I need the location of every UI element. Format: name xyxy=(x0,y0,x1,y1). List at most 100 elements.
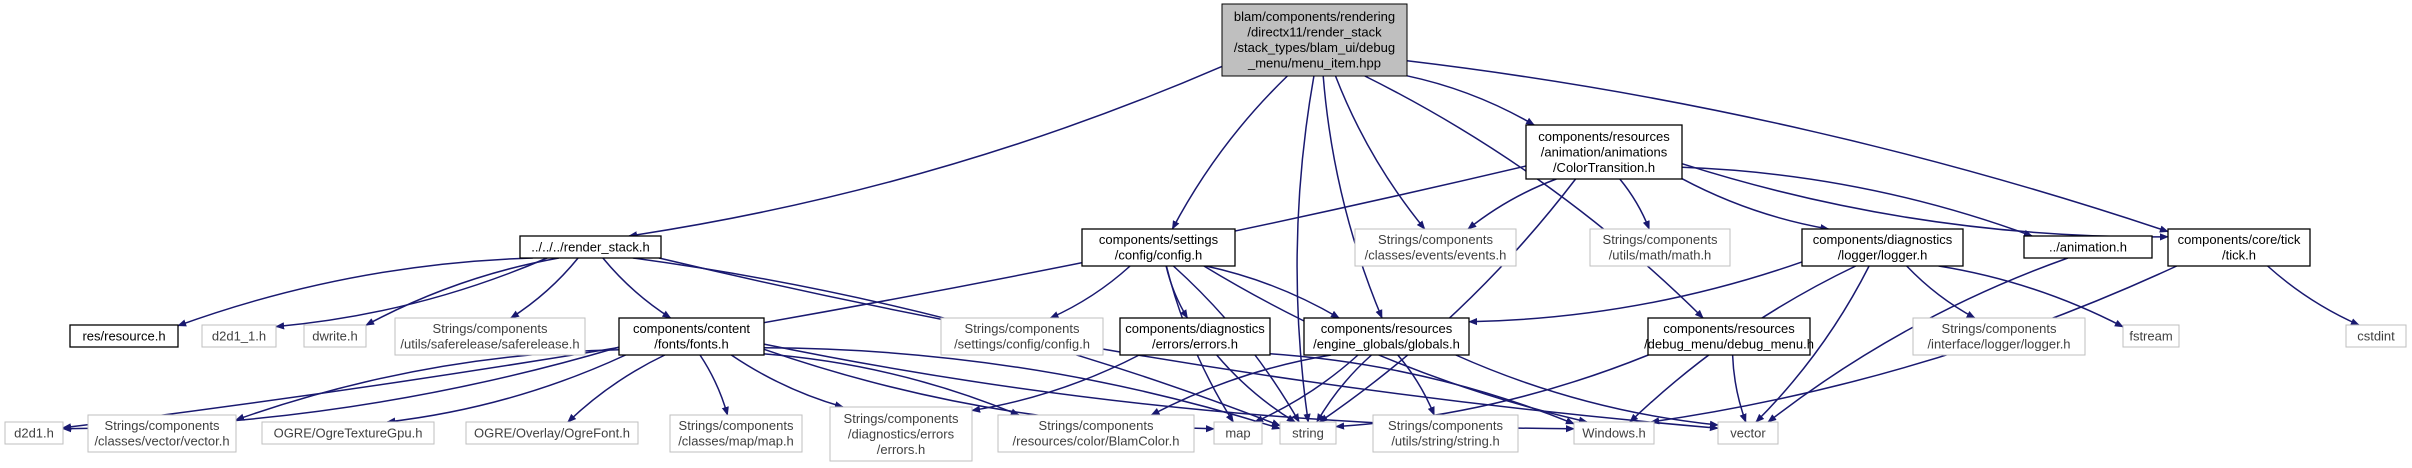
node-label-line: /resources/color/BlamColor.h xyxy=(1013,434,1180,449)
node-box xyxy=(1354,228,1517,267)
edge-errors-to-errors_ext xyxy=(971,354,1140,413)
node-dwrite: dwrite.h xyxy=(303,324,367,348)
edge-globals-to-vector xyxy=(1455,354,1719,428)
node-label-line: string xyxy=(1292,425,1324,440)
node-resource[interactable]: res/resource.h xyxy=(69,324,179,348)
node-box xyxy=(1303,317,1470,356)
edge-fonts-to-ogre_font xyxy=(567,354,666,423)
node-box xyxy=(997,414,1195,453)
node-map: map xyxy=(1213,421,1263,445)
node-label-line: components/core/tick xyxy=(2178,232,2301,247)
node-label-line: components/diagnostics xyxy=(1125,321,1265,336)
node-fonts[interactable]: components/content/fonts/fonts.h xyxy=(618,317,765,356)
edge-fonts-to-blamcolor xyxy=(763,353,1020,416)
node-config[interactable]: components/settings/config/config.h xyxy=(1081,228,1236,267)
node-box xyxy=(1213,421,1263,445)
node-label-line: /utils/math/math.h xyxy=(1609,248,1712,263)
edge-root-to-config xyxy=(1171,75,1288,230)
node-render_stack[interactable]: ../../../render_stack.h xyxy=(519,235,662,259)
node-label-line: /debug_menu/debug_menu.h xyxy=(1644,337,1814,352)
edge-color_transition-to-logger xyxy=(1681,178,1830,232)
node-label-line: components/resources xyxy=(1321,321,1453,336)
node-box xyxy=(394,317,586,356)
node-box xyxy=(1372,414,1519,453)
node-math: Strings/components/utils/math/math.h xyxy=(1589,228,1731,267)
node-box xyxy=(669,414,803,453)
edge-globals-to-string_ext xyxy=(1397,354,1435,416)
node-label-line: Windows.h xyxy=(1582,425,1646,440)
node-label-line: Strings/components xyxy=(1039,418,1154,433)
edge-root-to-tick xyxy=(1406,60,2169,233)
node-label-line: Strings/components xyxy=(105,418,220,433)
node-label-line: /tick.h xyxy=(2222,248,2256,263)
edge-render_stack-to-vector xyxy=(658,257,1719,432)
node-box xyxy=(1647,317,1811,356)
node-errors[interactable]: components/diagnostics/errors/errors.h xyxy=(1119,317,1271,356)
node-box xyxy=(618,317,765,356)
node-box xyxy=(2023,235,2153,259)
edge-color_transition-to-math xyxy=(1619,178,1650,230)
node-label-line: ../animation.h xyxy=(2049,239,2127,254)
node-label-line: Strings/components xyxy=(1388,418,1503,433)
node-label-line: Strings/components xyxy=(679,418,794,433)
node-box xyxy=(69,324,179,348)
node-box xyxy=(1279,421,1337,445)
node-label-line: dwrite.h xyxy=(312,328,358,343)
edge-root-to-color_transition xyxy=(1406,75,1535,126)
node-debug_menu[interactable]: components/resources/debug_menu/debug_me… xyxy=(1644,317,1814,356)
node-label-line: components/diagnostics xyxy=(1813,232,1953,247)
node-label-line: components/settings xyxy=(1099,232,1219,247)
node-globals[interactable]: components/resources/engine_globals/glob… xyxy=(1303,317,1470,356)
node-color_transition[interactable]: components/resources/animation/animation… xyxy=(1525,124,1683,180)
node-label-line: /utils/saferelease/saferelease.h xyxy=(400,337,579,352)
node-fstream: fstream xyxy=(2122,324,2180,348)
node-box xyxy=(465,421,639,445)
edge-globals-to-string xyxy=(1316,354,1372,423)
node-root[interactable]: blam/components/rendering/directx11/rend… xyxy=(1221,3,1408,77)
node-label-line: Strings/components xyxy=(1603,232,1718,247)
node-animation[interactable]: ../animation.h xyxy=(2023,235,2153,259)
node-box xyxy=(1081,228,1236,267)
node-label-line: /animation/animations xyxy=(1541,144,1668,159)
edge-fonts-to-errors_ext xyxy=(730,354,844,409)
edge-logger-to-globals xyxy=(1468,261,1803,326)
node-label-line: cstdint xyxy=(2357,328,2395,343)
node-label-line: /classes/vector/vector.h xyxy=(94,434,229,449)
node-box xyxy=(1221,3,1408,77)
node-box xyxy=(1119,317,1271,356)
node-box xyxy=(87,414,237,453)
node-d2d1_1: d2d1_1.h xyxy=(201,324,277,348)
edge-config-to-errors xyxy=(1165,265,1189,319)
edge-errors-to-windows xyxy=(1269,353,1575,425)
edge-root-to-events xyxy=(1334,75,1426,230)
node-label-line: /fonts/fonts.h xyxy=(654,337,728,352)
edge-logger-to-vector xyxy=(1755,265,1870,423)
node-label-line: Strings/components xyxy=(965,321,1080,336)
node-label-line: /directx11/render_stack xyxy=(1247,25,1382,40)
node-box xyxy=(2345,324,2407,348)
node-label-line: blam/components/rendering xyxy=(1234,9,1395,24)
node-blamcolor: Strings/components/resources/color/BlamC… xyxy=(997,414,1195,453)
node-label-line: /ColorTransition.h xyxy=(1553,160,1655,175)
node-logger[interactable]: components/diagnostics/logger/logger.h xyxy=(1801,228,1964,267)
node-box xyxy=(1525,124,1683,180)
node-label-line: Strings/components xyxy=(844,411,959,426)
node-box xyxy=(1912,317,2086,356)
node-box xyxy=(519,235,662,259)
edge-config-to-globals xyxy=(1205,265,1340,319)
edge-animation-to-vector xyxy=(1767,257,2069,423)
edge-fonts-to-string xyxy=(763,347,1281,430)
edge-render_stack-to-d2d1_1 xyxy=(275,257,548,330)
edge-tick-to-cstdint xyxy=(2267,265,2360,326)
node-label-line: /classes/map/map.h xyxy=(678,434,794,449)
node-events: Strings/components/classes/events/events… xyxy=(1354,228,1517,267)
node-tick[interactable]: components/core/tick/tick.h xyxy=(2167,228,2311,267)
edge-fonts-to-ogre_texture xyxy=(386,354,626,425)
node-label-line: /errors.h xyxy=(877,442,925,457)
edge-root-to-render_stack xyxy=(628,65,1223,239)
node-label-line: /interface/logger/logger.h xyxy=(1927,337,2070,352)
node-label-line: vector xyxy=(1730,425,1766,440)
node-map_ext: Strings/components/classes/map/map.h xyxy=(669,414,803,453)
node-saferelease: Strings/components/utils/saferelease/saf… xyxy=(394,317,586,356)
